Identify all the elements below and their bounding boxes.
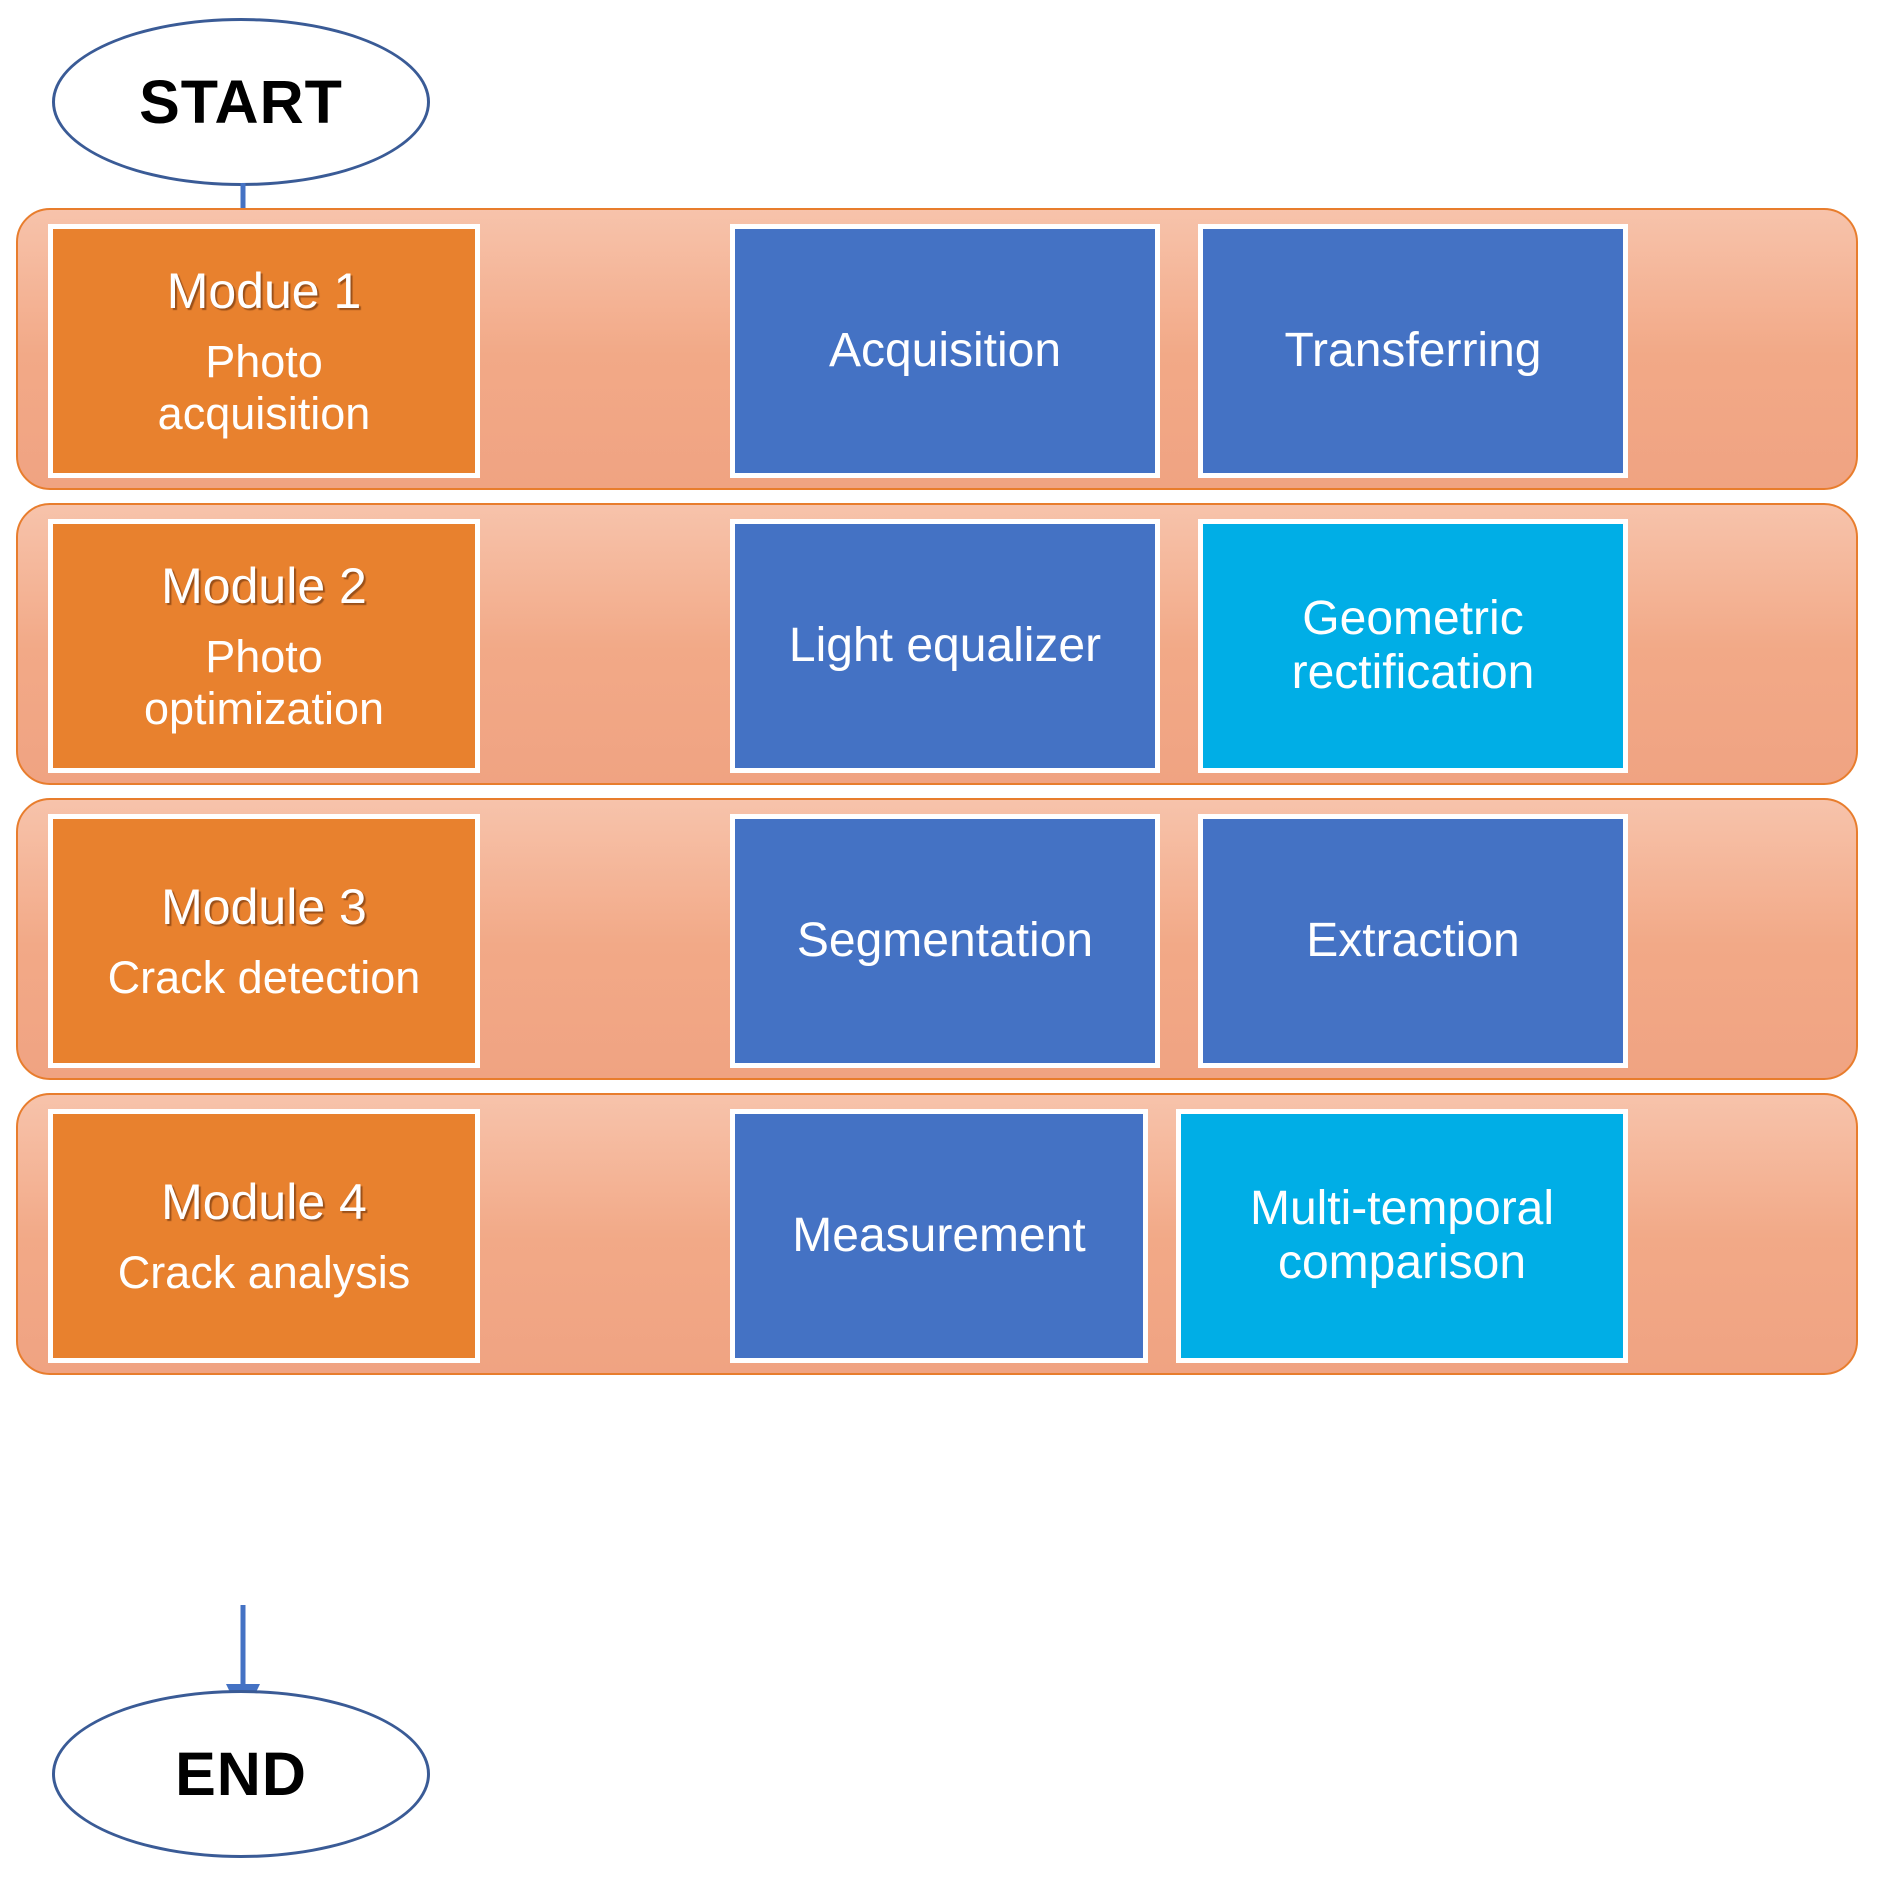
module-4-box[interactable]: Module 4 Crack analysis <box>48 1109 480 1363</box>
step-geometric-rectification-label: Geometric rectification <box>1284 592 1543 700</box>
step-multi-temporal-comparison[interactable]: Multi-temporal comparison <box>1176 1109 1628 1363</box>
step-acquisition[interactable]: Acquisition <box>730 224 1160 478</box>
start-label: START <box>139 67 343 136</box>
module-3-box[interactable]: Module 3 Crack detection <box>48 814 480 1068</box>
module-row-1[interactable]: Modue 1 Photo acquisition Acquisition Tr… <box>16 208 1858 490</box>
step-geometric-rectification[interactable]: Geometric rectification <box>1198 519 1628 773</box>
module-1-title: Modue 1 <box>166 262 362 319</box>
module-2-title: Module 2 <box>161 557 367 614</box>
module-4-subtitle-line1: Crack analysis <box>117 1246 411 1298</box>
module-1-box[interactable]: Modue 1 Photo acquisition <box>48 224 480 478</box>
geometric-rectification-line2: rectification <box>1291 646 1535 699</box>
module-3-title: Module 3 <box>161 878 367 935</box>
module-2-box[interactable]: Module 2 Photo optimization <box>48 519 480 773</box>
end-label: END <box>175 1739 307 1808</box>
module-1-subtitle-line1: Photo <box>205 335 323 387</box>
module-4-title: Module 4 <box>161 1173 367 1230</box>
step-measurement-label: Measurement <box>792 1209 1086 1263</box>
step-segmentation[interactable]: Segmentation <box>730 814 1160 1068</box>
module-row-3[interactable]: Module 3 Crack detection Segmentation Ex… <box>16 798 1858 1080</box>
module-2-subtitle-line2: optimization <box>143 683 385 734</box>
multi-temporal-line1: Multi-temporal <box>1249 1182 1555 1236</box>
module-row-2[interactable]: Module 2 Photo optimization Light equali… <box>16 503 1858 785</box>
module-row-4[interactable]: Module 4 Crack analysis Measurement Mult… <box>16 1093 1858 1375</box>
geometric-rectification-line1: Geometric <box>1302 592 1524 646</box>
step-transferring[interactable]: Transferring <box>1198 224 1628 478</box>
step-acquisition-label: Acquisition <box>828 324 1062 378</box>
module-3-subtitle-line1: Crack detection <box>107 951 421 1003</box>
step-light-equalizer-label: Light equalizer <box>788 619 1102 673</box>
step-measurement[interactable]: Measurement <box>730 1109 1148 1363</box>
step-extraction-label: Extraction <box>1306 914 1520 968</box>
module-1-subtitle-line2: acquisition <box>157 388 371 439</box>
step-extraction[interactable]: Extraction <box>1198 814 1628 1068</box>
multi-temporal-line2: comparison <box>1277 1236 1527 1289</box>
start-terminator[interactable]: START <box>52 18 430 186</box>
end-terminator[interactable]: END <box>52 1690 430 1858</box>
step-multi-temporal-comparison-label: Multi-temporal comparison <box>1242 1182 1562 1290</box>
step-light-equalizer[interactable]: Light equalizer <box>730 519 1160 773</box>
step-segmentation-label: Segmentation <box>796 914 1094 968</box>
module-2-subtitle-line1: Photo <box>205 630 323 682</box>
step-transferring-label: Transferring <box>1284 324 1542 378</box>
